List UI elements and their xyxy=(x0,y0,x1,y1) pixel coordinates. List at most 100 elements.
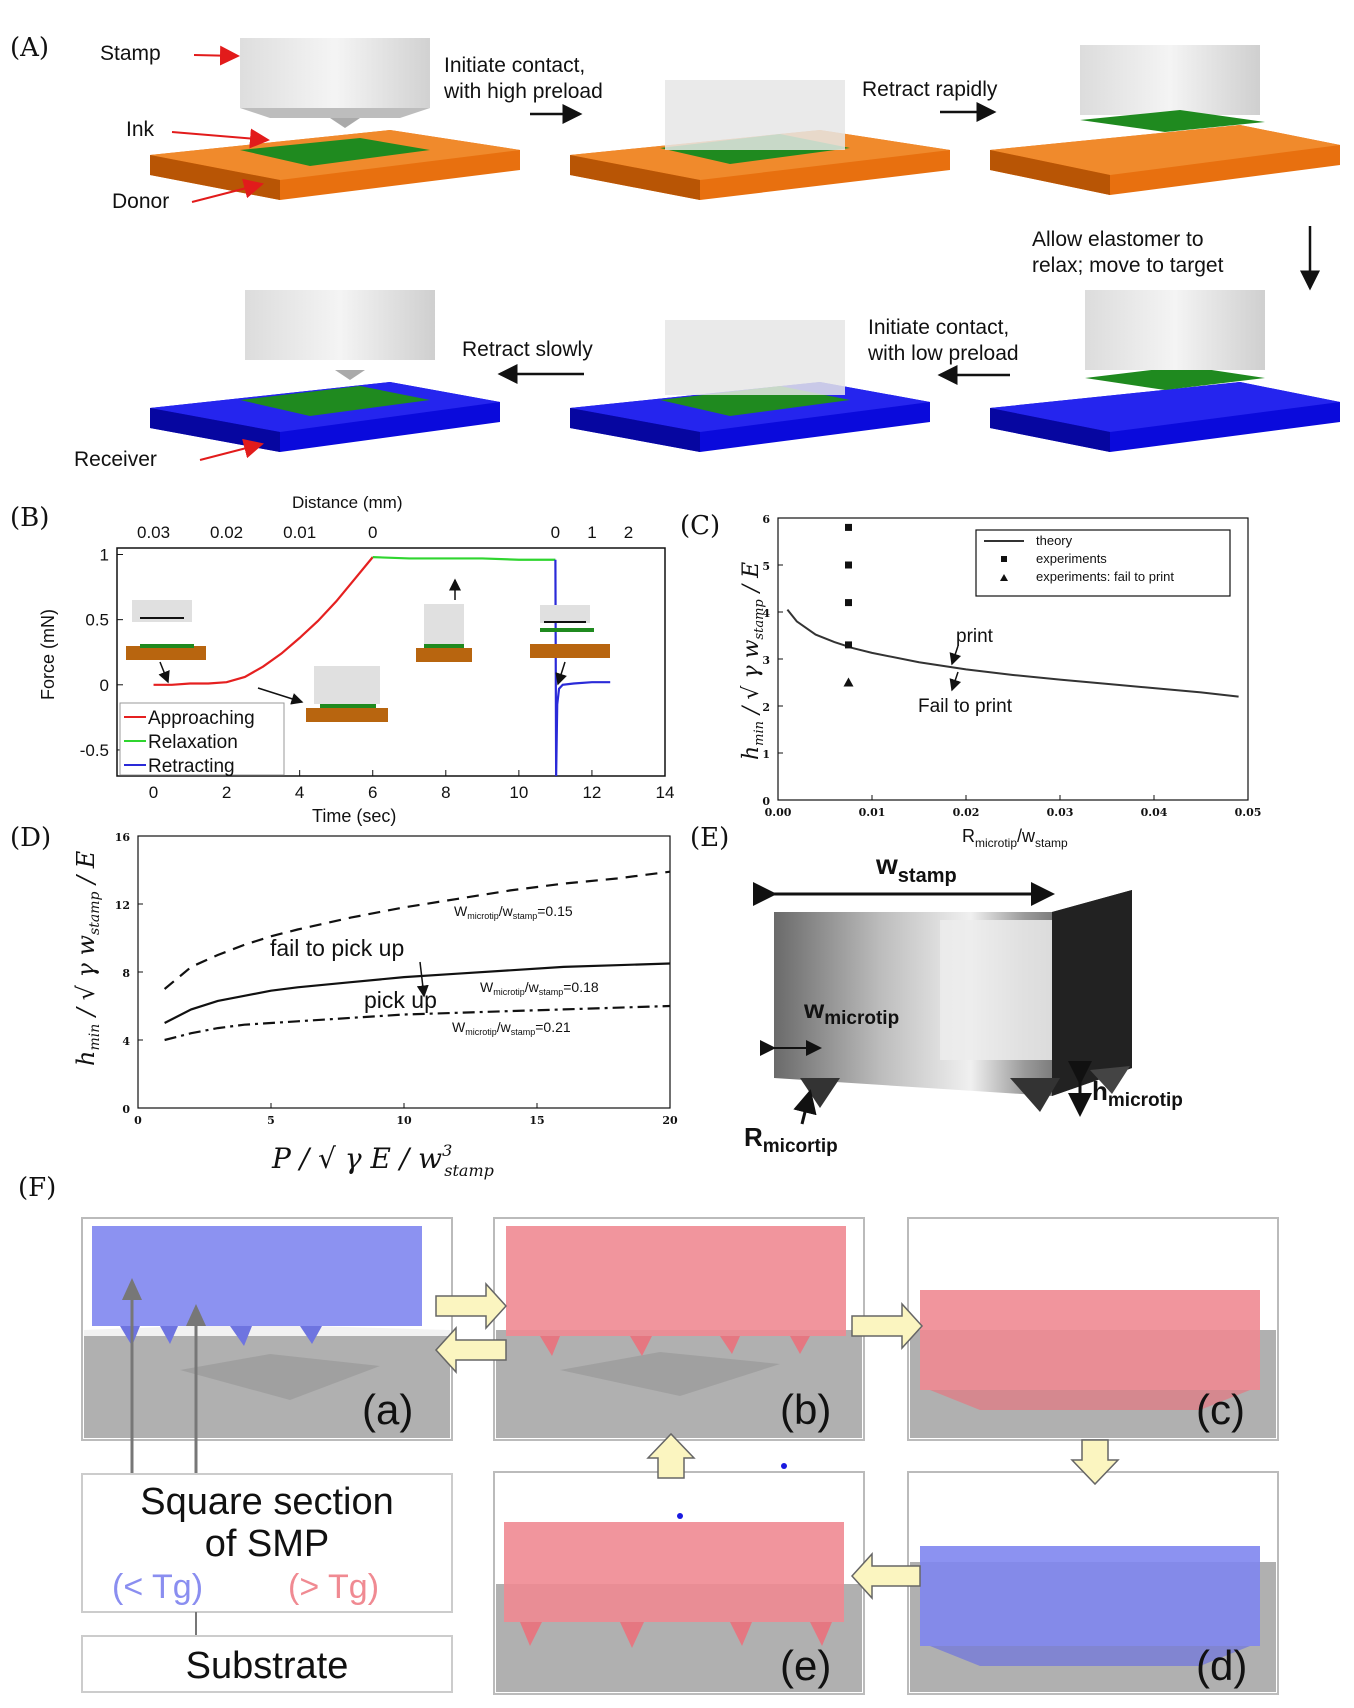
b-series-line-retracting xyxy=(554,559,611,777)
b-series-group xyxy=(153,556,611,777)
f-transition-arrows xyxy=(434,1282,1120,1600)
f-legend-substrate: Substrate xyxy=(186,1645,349,1687)
b-legend: Approaching Relaxation Retracting xyxy=(119,702,285,777)
f-label-e: (e) xyxy=(780,1642,831,1689)
b-plot-frame xyxy=(116,547,666,777)
step3-text-l2: relax; move to target xyxy=(1032,254,1224,277)
donor-label: Donor xyxy=(112,190,169,213)
b-xtick-label: 4 xyxy=(295,783,304,802)
step1-text-l2: with high preload xyxy=(443,80,603,103)
c-experiment-point xyxy=(845,599,852,607)
panel-d-letter: (D) xyxy=(10,823,51,853)
c-fail-point xyxy=(843,677,854,687)
b-top-tick-label: 2 xyxy=(624,523,633,542)
step2-text: Retract rapidly xyxy=(862,78,998,101)
panel-e: (E) wstamp wmicrotip hmicrotip Rmicortip xyxy=(690,823,1183,1157)
panel-f: (F) (a) (b) (c) (d) xyxy=(18,1173,1279,1695)
b-top-tick-label: 0.01 xyxy=(283,523,316,542)
b-xtick-label: 14 xyxy=(656,783,675,802)
b-top-tick-label: 0 xyxy=(368,523,377,542)
a-scene-6 xyxy=(150,290,500,452)
b-xtick-label: 6 xyxy=(368,783,377,802)
d-series-group xyxy=(163,870,671,1042)
panel-f-letter: (F) xyxy=(18,1173,56,1203)
b-inset-3 xyxy=(416,578,472,662)
c-theory-line xyxy=(786,609,1239,698)
d-annot-pick: pick up xyxy=(364,987,437,1013)
a-scene-2 xyxy=(570,80,950,200)
f-arrow-b-to-c xyxy=(851,1302,924,1350)
c-legend: theory experiments experiments: fail to … xyxy=(975,529,1231,597)
b-x2-label: Distance (mm) xyxy=(292,493,403,512)
d-ytick-label: 8 xyxy=(122,967,130,980)
f-legend-line1: Square section xyxy=(140,1481,394,1523)
a-scene-5 xyxy=(570,320,930,452)
receiver-label: Receiver xyxy=(74,448,157,471)
e-rmicrotip-arrow xyxy=(793,1089,817,1125)
c-xtick-label: 0.02 xyxy=(953,806,980,819)
c-xtick-label: 0.00 xyxy=(765,806,792,819)
c-experiment-point xyxy=(845,523,852,531)
f-legend: Square section of SMP (< Tg) (> Tg) Subs… xyxy=(81,1278,453,1693)
c-x-axis-label: Rmicrotip/wstamp xyxy=(962,826,1068,850)
ink-label: Ink xyxy=(126,118,155,141)
d-curve-dashdot xyxy=(164,1004,671,1042)
f-arrow-b-to-a xyxy=(434,1326,507,1374)
b-ytick-label: -0.5 xyxy=(80,741,109,760)
c-legend-experiments: experiments xyxy=(1036,551,1107,566)
d-ytick-label: 0 xyxy=(122,1103,130,1116)
c-ytick-label: 6 xyxy=(762,513,770,526)
c-ytick-label: 3 xyxy=(762,654,770,667)
step4-text-l2: with low preload xyxy=(867,342,1019,365)
b-xtick-label: 12 xyxy=(582,783,601,802)
c-experiment-point xyxy=(845,561,852,569)
f-subpanel-a: (a) xyxy=(81,1217,453,1441)
e-stamp-block xyxy=(774,890,1132,1112)
c-xtick-label: 0.01 xyxy=(859,806,886,819)
f-label-b: (b) xyxy=(780,1386,831,1433)
f-arrow-c-to-d xyxy=(1070,1439,1120,1486)
d-label-015: Wmicrotip/wstamp=0.15 xyxy=(454,903,573,921)
f-label-c: (c) xyxy=(1196,1386,1245,1433)
f-label-d: (d) xyxy=(1196,1642,1247,1689)
f-subpanel-c: (c) xyxy=(907,1217,1279,1441)
panel-a: (A) xyxy=(10,33,1340,471)
c-ytick-label: 4 xyxy=(762,607,770,620)
e-rmicrotip-label: Rmicortip xyxy=(744,1122,838,1157)
b-top-tick-label: 0.02 xyxy=(210,523,243,542)
b-inset-2 xyxy=(257,666,388,722)
c-ytick-label: 2 xyxy=(762,701,770,714)
c-xtick-label: 0.03 xyxy=(1047,806,1074,819)
c-y-axis-label: hmin / √ γ wstamp / E xyxy=(739,562,767,760)
b-ytick-label: 0.5 xyxy=(85,611,109,630)
d-ytick-label: 16 xyxy=(115,831,131,844)
b-series-line-approaching xyxy=(153,556,374,686)
f-legend-above-tg: (> Tg) xyxy=(288,1568,379,1606)
step4-text-l1: Initiate contact, xyxy=(868,316,1009,339)
b-y-axis-label: Force (mN) xyxy=(38,609,58,700)
b-xtick-label: 0 xyxy=(149,783,158,802)
b-inset-1 xyxy=(126,600,206,684)
f-subpanel-d: (d) xyxy=(907,1471,1279,1695)
b-legend-retracting: Retracting xyxy=(148,756,235,777)
b-top-tick-label: 0.03 xyxy=(137,523,170,542)
f-legend-line2: of SMP xyxy=(205,1523,330,1565)
b-ytick-label: 0 xyxy=(100,676,109,695)
panel-a-letter: (A) xyxy=(10,33,49,63)
c-ytick-label: 0 xyxy=(762,795,770,808)
d-xtick-label: 15 xyxy=(529,1114,544,1127)
panel-c-letter: (C) xyxy=(680,511,720,541)
f-legend-below-tg: (< Tg) xyxy=(112,1568,203,1606)
c-ytick-label: 5 xyxy=(762,560,770,573)
f-arrow-e-to-b xyxy=(646,1432,696,1479)
step5-text: Retract slowly xyxy=(462,338,593,361)
